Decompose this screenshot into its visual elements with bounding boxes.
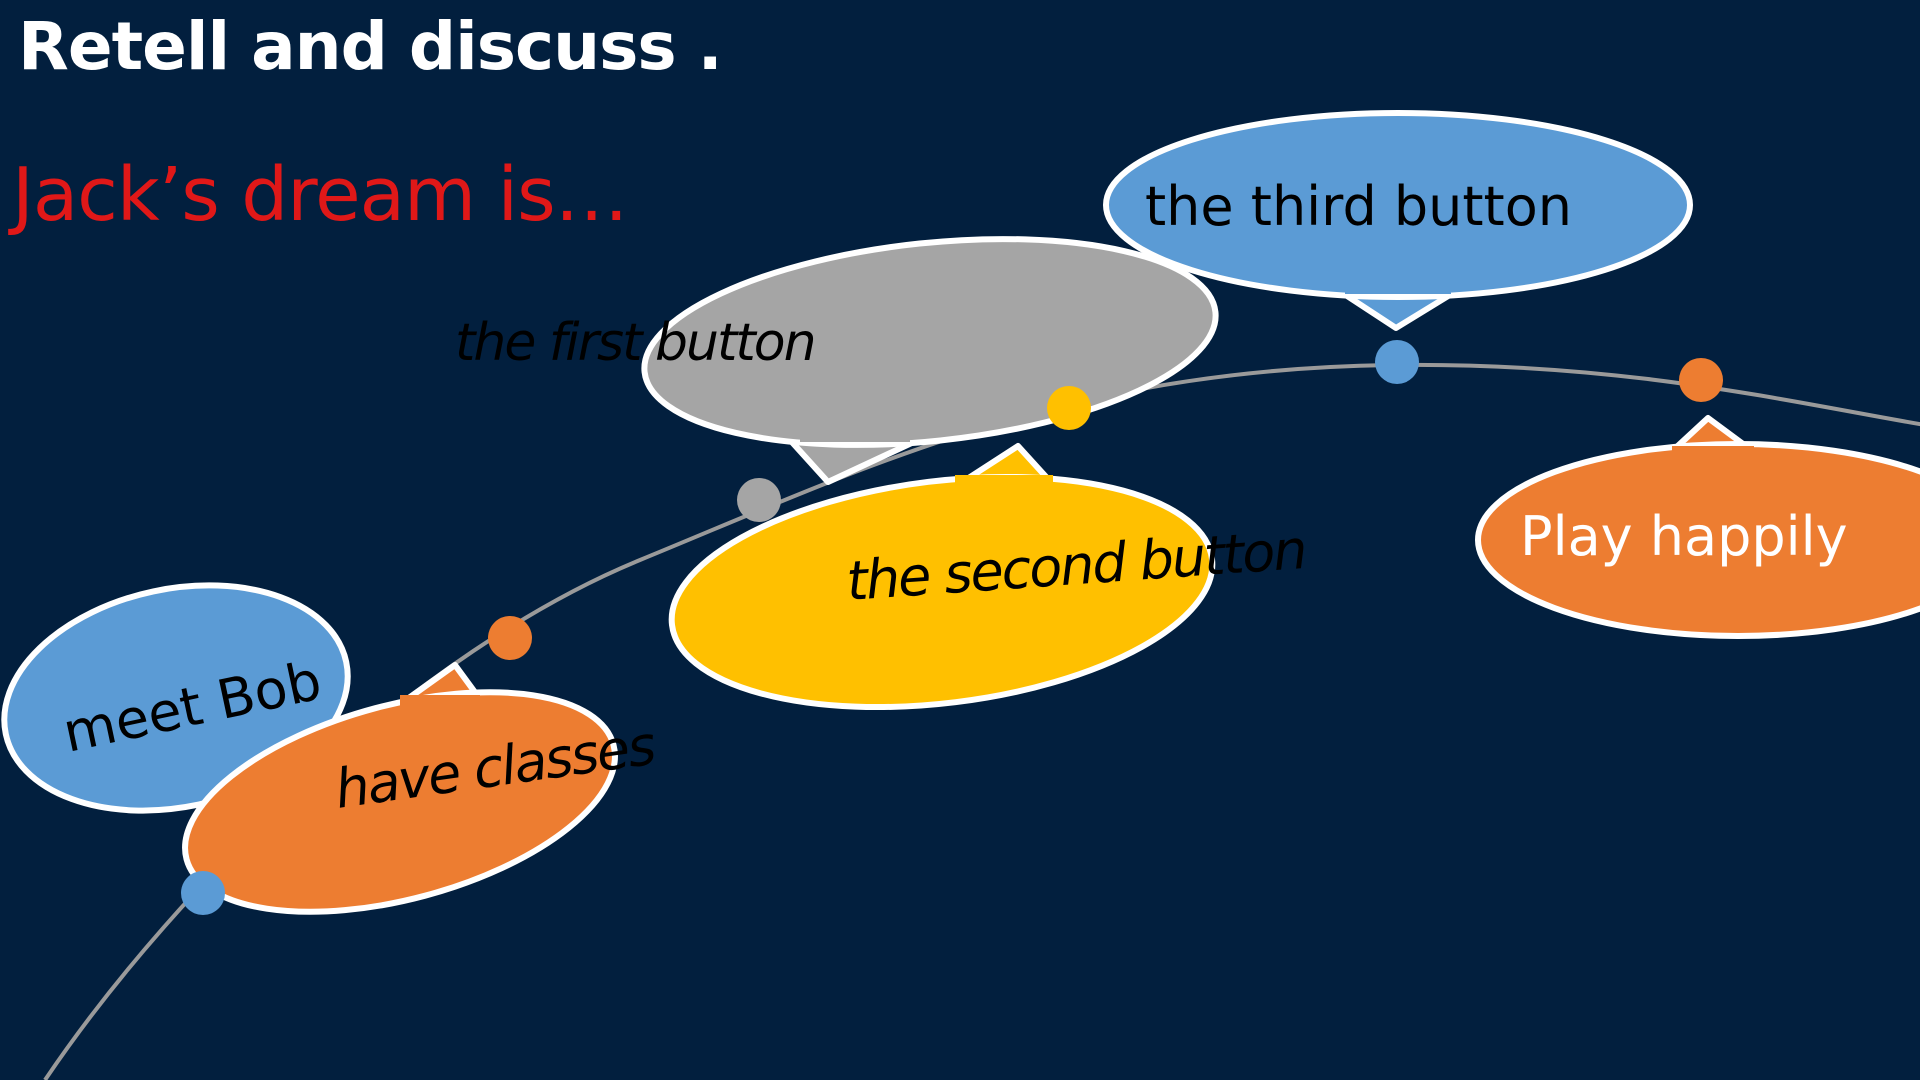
timeline-dot-blue xyxy=(181,871,225,915)
bubble-second-button-shape xyxy=(668,473,1216,711)
slide-subtitle: Jack’s dream is… xyxy=(12,152,629,238)
bubble-have-classes: have classes xyxy=(182,662,659,915)
bubble-first-button-text: the first button xyxy=(455,313,815,373)
timeline-dot-yellow xyxy=(1047,386,1091,430)
bubble-first-button: the first button xyxy=(455,236,1219,485)
bubble-play-happily-text: Play happily xyxy=(1520,505,1848,568)
bubble-third-button-text: the third button xyxy=(1145,175,1572,238)
bubble-second-button: the second button xyxy=(668,443,1307,711)
bubble-third-button: the third button xyxy=(1103,110,1693,331)
bubble-play-happily-shape xyxy=(1475,441,1920,639)
timeline-dot-blue xyxy=(1375,340,1419,384)
timeline-dot-orange xyxy=(488,616,532,660)
slide-title: Retell and discuss . xyxy=(18,8,723,85)
timeline-dot-orange xyxy=(1679,358,1723,402)
bubble-third-button-shape xyxy=(1103,110,1693,300)
bubble-have-classes-shape xyxy=(182,689,618,915)
timeline-dot-gray xyxy=(737,478,781,522)
bubble-play-happily: Play happily xyxy=(1475,415,1920,639)
